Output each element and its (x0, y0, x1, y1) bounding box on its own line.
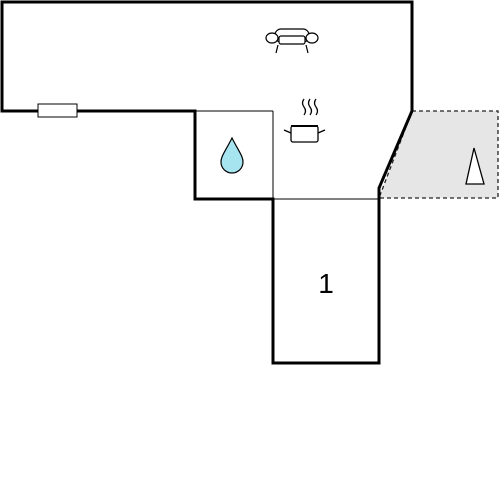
room-label-1: 1 (318, 268, 334, 299)
water-drop-icon (220, 136, 244, 174)
interior-walls (195, 110, 379, 200)
window-icon (37, 103, 78, 118)
tent-icon (465, 147, 485, 185)
sofa-icon (265, 28, 319, 54)
terrace-area (378, 110, 499, 199)
outer-walls (0, 0, 414, 365)
cooking-pot-icon (283, 98, 326, 143)
